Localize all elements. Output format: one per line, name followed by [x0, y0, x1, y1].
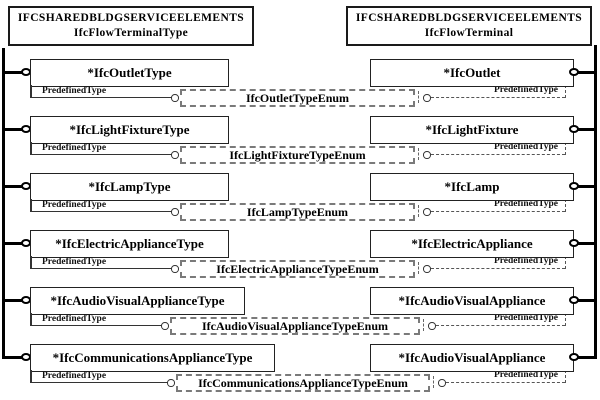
attribute-line [30, 267, 172, 270]
bus-line-left [2, 48, 5, 359]
attribute-line-dashed [431, 96, 565, 98]
optional-attribute-circle [423, 94, 431, 102]
connector-line [2, 70, 26, 74]
attribute-connector [565, 199, 566, 212]
enum-box: IfcCommunicationsApplianceTypeEnum [176, 374, 430, 392]
diagram-row: *IfcLampType PredefinedType IfcLampTypeE… [0, 173, 600, 230]
attribute-line [30, 153, 172, 156]
attribute-line [30, 210, 172, 213]
attribute-label: PredefinedType [493, 85, 558, 95]
entity-box-left: *IfcLampType [30, 173, 229, 201]
attribute-label: PredefinedType [493, 142, 558, 152]
attribute-line-dashed [446, 381, 565, 383]
attribute-line [30, 324, 162, 327]
page-ref-tick [423, 319, 429, 331]
attribute-connector [30, 370, 32, 383]
optional-attribute-circle [423, 265, 431, 273]
attribute-connector [30, 313, 32, 326]
attribute-label: PredefinedType [493, 370, 558, 380]
schema-header-right: IFCSHAREDBLDGSERVICEELEMENTS IfcFlowTerm… [346, 6, 592, 46]
attribute-label: PredefinedType [42, 314, 107, 324]
schema-name: IFCSHAREDBLDGSERVICEELEMENTS [355, 12, 583, 24]
attribute-connector [30, 85, 32, 98]
attribute-connector [30, 142, 32, 155]
diagram-row: *IfcOutletType PredefinedType IfcOutletT… [0, 59, 600, 116]
attribute-line [30, 96, 172, 99]
connector-line [2, 355, 26, 359]
connector-line [2, 298, 26, 302]
attribute-connector [30, 256, 32, 269]
attribute-connector [565, 142, 566, 155]
attribute-label: PredefinedType [42, 143, 107, 153]
entity-box-right: *IfcLamp [370, 173, 574, 201]
attribute-line-dashed [431, 210, 565, 212]
attribute-label: PredefinedType [493, 256, 558, 266]
page-ref-tick [418, 148, 424, 160]
page-ref-tick [418, 262, 424, 274]
connector-line [578, 184, 596, 188]
attribute-connector [30, 199, 32, 212]
entity-box-left: *IfcAudioVisualApplianceType [30, 287, 245, 315]
enum-box: IfcAudioVisualApplianceTypeEnum [170, 317, 420, 335]
optional-attribute-circle [171, 94, 179, 102]
connector-line [2, 127, 26, 131]
schema-subname: IfcFlowTerminalType [73, 27, 189, 39]
attribute-connector [565, 85, 566, 98]
attribute-label: PredefinedType [493, 313, 558, 323]
attribute-label: PredefinedType [493, 199, 558, 209]
attribute-label: PredefinedType [42, 257, 107, 267]
attribute-line-dashed [431, 153, 565, 155]
connector-line [578, 70, 596, 74]
enum-box: IfcElectricApplianceTypeEnum [180, 260, 415, 278]
connector-line [2, 241, 26, 245]
schema-header-left: IFCSHAREDBLDGSERVICEELEMENTS IfcFlowTerm… [8, 6, 254, 46]
diagram-row: *IfcElectricApplianceType PredefinedType… [0, 230, 600, 287]
connector-line [578, 298, 596, 302]
enum-box: IfcLampTypeEnum [180, 203, 415, 221]
attribute-line [30, 381, 168, 384]
entity-box-right: *IfcAudioVisualAppliance [370, 287, 574, 315]
attribute-label: PredefinedType [42, 200, 107, 210]
attribute-line-dashed [431, 267, 565, 269]
diagram-row: *IfcAudioVisualApplianceType PredefinedT… [0, 287, 600, 344]
diagram-row: *IfcCommunicationsApplianceType Predefin… [0, 344, 600, 400]
entity-box-right: *IfcElectricAppliance [370, 230, 574, 258]
optional-attribute-circle [423, 208, 431, 216]
schema-name: IFCSHAREDBLDGSERVICEELEMENTS [17, 12, 245, 24]
attribute-line-dashed [436, 324, 565, 326]
schema-subname: IfcFlowTerminal [424, 27, 514, 39]
optional-attribute-circle [423, 151, 431, 159]
enum-box: IfcLightFixtureTypeEnum [180, 146, 415, 164]
enum-box: IfcOutletTypeEnum [180, 89, 415, 107]
connector-line [2, 184, 26, 188]
optional-attribute-circle [171, 151, 179, 159]
attribute-connector [565, 313, 566, 326]
connector-line [578, 127, 596, 131]
optional-attribute-circle [428, 322, 436, 330]
optional-attribute-circle [171, 265, 179, 273]
attribute-label: PredefinedType [42, 86, 107, 96]
entity-box-left: *IfcCommunicationsApplianceType [30, 344, 275, 372]
attribute-connector [565, 370, 566, 383]
optional-attribute-circle [161, 322, 169, 330]
entity-box-left: *IfcOutletType [30, 59, 229, 87]
page-ref-tick [433, 376, 439, 388]
entity-box-right: *IfcAudioVisualAppliance [370, 344, 574, 372]
page-ref-tick [418, 205, 424, 217]
optional-attribute-circle [171, 208, 179, 216]
attribute-connector [565, 256, 566, 269]
page-ref-tick [418, 91, 424, 103]
attribute-label: PredefinedType [42, 371, 107, 381]
entity-box-left: *IfcElectricApplianceType [30, 230, 229, 258]
connector-line [578, 355, 596, 359]
entity-box-left: *IfcLightFixtureType [30, 116, 229, 144]
optional-attribute-circle [438, 379, 446, 387]
bus-line-right [594, 45, 597, 359]
entity-box-right: *IfcOutlet [370, 59, 574, 87]
diagram-row: *IfcLightFixtureType PredefinedType IfcL… [0, 116, 600, 173]
entity-box-right: *IfcLightFixture [370, 116, 574, 144]
connector-line [578, 241, 596, 245]
optional-attribute-circle [167, 379, 175, 387]
